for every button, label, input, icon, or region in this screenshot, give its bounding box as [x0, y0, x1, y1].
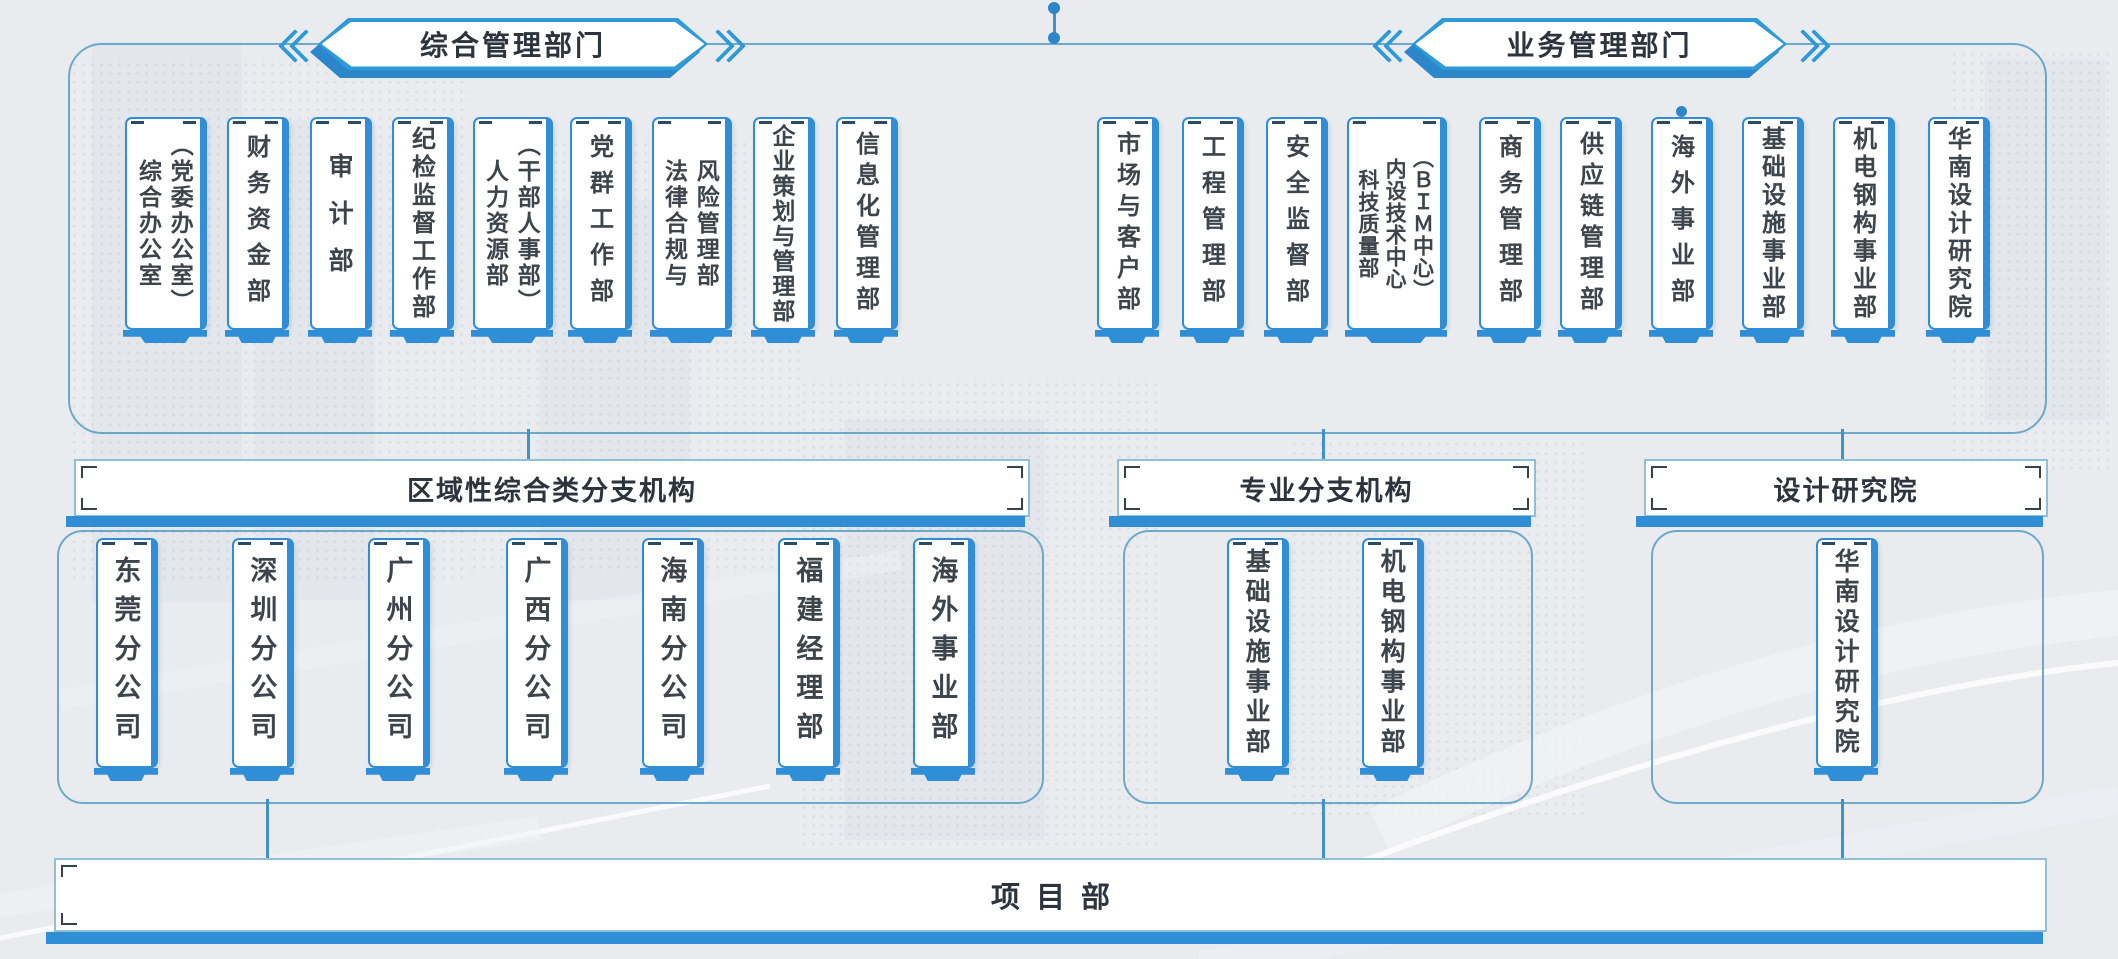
banner-face [1416, 22, 1784, 67]
branch-card: 机电钢构事业部 [1362, 538, 1424, 768]
connector-professional-bottom [1322, 799, 1325, 858]
dept-label: 机电钢构事业部 [1848, 125, 1876, 322]
dept-label: 海外事业部 [1666, 133, 1694, 314]
professional-branches-frame [1123, 530, 1533, 804]
dept-card: 科技质量部 内设技术中心 （ＢＩＭ中心） [1347, 117, 1447, 330]
banner-business-management: 业务管理部门 [1412, 18, 1787, 70]
dept-card: 人力资源部 （干部人事部） [473, 117, 553, 330]
dept-label: 审计部 [325, 153, 354, 294]
dept-card: 综合办公室 （党委办公室） [125, 117, 207, 330]
branch-label: 东莞分公司 [110, 555, 141, 751]
banner-regional-branches: 区域性综合类分支机构 [66, 459, 1030, 527]
dept-card: 纪检监督工作部 [392, 117, 454, 330]
dept-card: 党群工作部 [570, 117, 632, 330]
dept-label: 综合办公室 （党委办公室） [135, 132, 194, 315]
connector-regional-bottom [266, 799, 269, 858]
dept-card: 海外事业部 [1651, 117, 1713, 330]
branch-label: 海外事业部 [927, 555, 958, 751]
branch-card: 广西分公司 [506, 538, 568, 768]
dept-card: 供应链管理部 [1560, 117, 1622, 330]
branch-card: 华南设计研究院 [1816, 538, 1878, 768]
dept-label: 供应链管理部 [1575, 130, 1603, 317]
dept-card: 华南设计研究院 [1928, 117, 1990, 330]
dept-label: 纪检监督工作部 [407, 125, 435, 322]
branch-label: 华南设计研究院 [1831, 548, 1860, 758]
dept-card: 审计部 [310, 117, 372, 330]
dept-label: 基础设施事业部 [1757, 125, 1785, 322]
dept-card: 企业策划与管理部 [753, 117, 815, 330]
branch-label: 深圳分公司 [246, 555, 277, 751]
dept-card: 工程管理部 [1182, 117, 1244, 330]
branch-label: 基础设施事业部 [1242, 548, 1271, 758]
banner-face [322, 22, 705, 67]
dept-card: 商务管理部 [1479, 117, 1541, 330]
dept-label: 华南设计研究院 [1943, 125, 1971, 322]
dept-card: 机电钢构事业部 [1833, 117, 1895, 330]
branch-card: 海南分公司 [642, 538, 704, 768]
chevron-right-icon [1786, 29, 1831, 63]
banner-project-department: 项目部 [46, 858, 2047, 944]
banner-general-management: 综合管理部门 [318, 18, 708, 70]
chevron-right-icon [701, 29, 746, 63]
chevron-left-icon [1372, 29, 1417, 63]
branch-card: 基础设施事业部 [1227, 538, 1289, 768]
branch-card: 福建经理部 [778, 538, 840, 768]
dept-label: 市场与客户部 [1112, 130, 1140, 317]
dept-label: 党群工作部 [585, 133, 613, 314]
branch-label: 广州分公司 [382, 555, 413, 751]
branch-label: 机电钢构事业部 [1377, 548, 1406, 758]
banner-design-institute: 设计研究院 [1636, 459, 2048, 527]
dept-label: 法律合规与 风险管理部 [661, 158, 720, 289]
banner-label: 区域性综合类分支机构 [407, 475, 697, 506]
connector-design-bottom [1841, 799, 1844, 858]
connector-design-top [1841, 429, 1844, 459]
dept-card: 安全监督部 [1266, 117, 1328, 330]
branch-card: 广州分公司 [368, 538, 430, 768]
banner-label: 业务管理部门 [1506, 30, 1693, 61]
connector-regional-top [527, 429, 530, 459]
connector-dot [1676, 106, 1687, 117]
dept-label: 工程管理部 [1197, 133, 1225, 314]
dept-label: 安全监督部 [1281, 133, 1309, 314]
connector-dot [1048, 32, 1060, 44]
banner-label: 专业分支机构 [1239, 475, 1414, 506]
branch-label: 海南分公司 [656, 555, 687, 751]
branch-card: 深圳分公司 [232, 538, 294, 768]
dept-label: 人力资源部 （干部人事部） [482, 132, 541, 315]
dept-card: 信息化管理部 [836, 117, 898, 330]
dept-label: 科技质量部 内设技术中心 （ＢＩＭ中心） [1355, 146, 1434, 301]
branch-card: 东莞分公司 [96, 538, 158, 768]
dept-label: 信息化管理部 [851, 130, 879, 317]
branch-label: 福建经理部 [792, 555, 823, 751]
banner-label: 综合管理部门 [419, 30, 606, 61]
banner-professional-branches: 专业分支机构 [1109, 459, 1536, 527]
branch-label: 广西分公司 [520, 555, 551, 751]
dept-card: 基础设施事业部 [1742, 117, 1804, 330]
dept-label: 企业策划与管理部 [768, 123, 795, 324]
chevron-left-icon [278, 29, 323, 63]
dept-label: 商务管理部 [1494, 133, 1522, 314]
banner-label: 设计研究院 [1773, 475, 1919, 506]
root-connector-line [1053, 8, 1056, 44]
dept-card: 财务资金部 [227, 117, 289, 330]
dept-label: 财务资金部 [242, 133, 270, 314]
dept-card: 法律合规与 风险管理部 [652, 117, 732, 330]
connector-dot [1048, 2, 1060, 14]
branch-card: 海外事业部 [913, 538, 975, 768]
connector-professional-top [1322, 429, 1325, 459]
dept-card: 市场与客户部 [1097, 117, 1159, 330]
banner-label: 项目部 [990, 882, 1126, 914]
